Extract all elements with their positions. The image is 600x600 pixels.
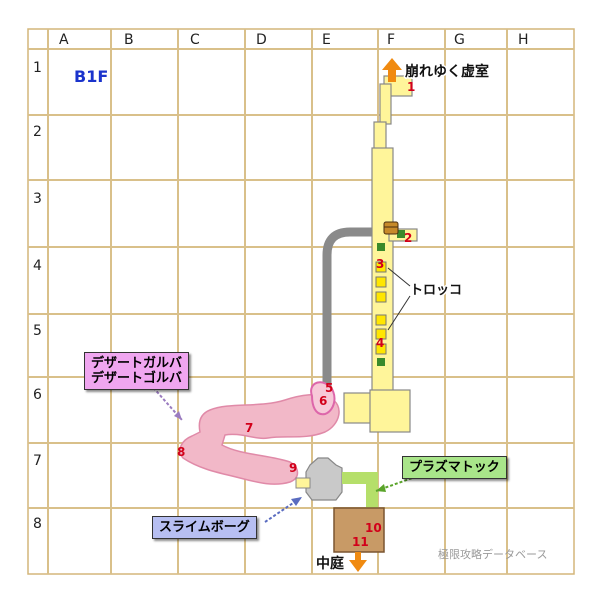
map-point-8: 8	[177, 445, 185, 459]
desert-pocket	[310, 381, 336, 416]
col-header-d: D	[256, 32, 267, 48]
map-point-9: 9	[289, 461, 297, 475]
treasure-chest-icon	[383, 221, 399, 235]
row-header-4: 4	[33, 258, 42, 274]
map-point-6: 6	[319, 394, 327, 408]
plasma-enemy-callout: プラズマトック	[402, 456, 507, 479]
map-point-5: 5	[325, 381, 333, 395]
trolley-pointer	[387, 267, 411, 287]
south-exit-label: 中庭	[316, 555, 345, 572]
col-header-h: H	[518, 32, 529, 48]
desert-enemy-2: デザートゴルバ	[91, 371, 183, 386]
north-exit-label: 崩れゆく虚室	[405, 63, 489, 80]
slime-enemy-callout: スライムボーグ	[152, 516, 257, 539]
small-connector	[295, 477, 311, 489]
col-header-e: E	[322, 32, 331, 48]
row-header-7: 7	[33, 453, 42, 469]
desert-enemy-callout: デザートガルバ デザートゴルバ	[84, 352, 190, 390]
north-exit-arrow-icon	[382, 58, 402, 82]
watermark: 極限攻略データベース	[438, 548, 548, 561]
col-header-a: A	[59, 32, 69, 48]
row-header-6: 6	[33, 387, 42, 403]
plasma-callout-arrowhead	[376, 484, 386, 492]
map-point-7: 7	[245, 421, 253, 435]
col-header-b: B	[124, 32, 134, 48]
desert-enemy-1: デザートガルバ	[91, 356, 183, 371]
row-header-2: 2	[33, 124, 42, 140]
slime-callout-arrowhead	[291, 497, 302, 506]
trolley-cars	[375, 261, 387, 355]
row-header-5: 5	[33, 323, 42, 339]
map-point-10: 10	[365, 521, 382, 535]
row-header-8: 8	[33, 516, 42, 532]
south-exit-arrow-icon	[349, 552, 367, 572]
map-frame	[27, 28, 575, 575]
green-path	[342, 472, 378, 508]
map-point-2: 2	[404, 231, 412, 245]
row-header-1: 1	[33, 60, 42, 76]
col-header-c: C	[190, 32, 200, 48]
trolley-label: トロッコ	[410, 283, 462, 298]
desert-callout-arrowhead	[174, 411, 182, 420]
floor-label: B1F	[74, 67, 108, 86]
trolley-pointer	[387, 295, 411, 331]
row-header-3: 3	[33, 191, 42, 207]
map-point-1: 1	[407, 80, 415, 94]
trolley-rail	[322, 227, 372, 388]
map-point-11: 11	[352, 535, 369, 549]
col-header-f: F	[387, 32, 395, 48]
map-point-3: 3	[376, 257, 384, 271]
col-header-g: G	[454, 32, 465, 48]
map-point-4: 4	[376, 336, 384, 350]
